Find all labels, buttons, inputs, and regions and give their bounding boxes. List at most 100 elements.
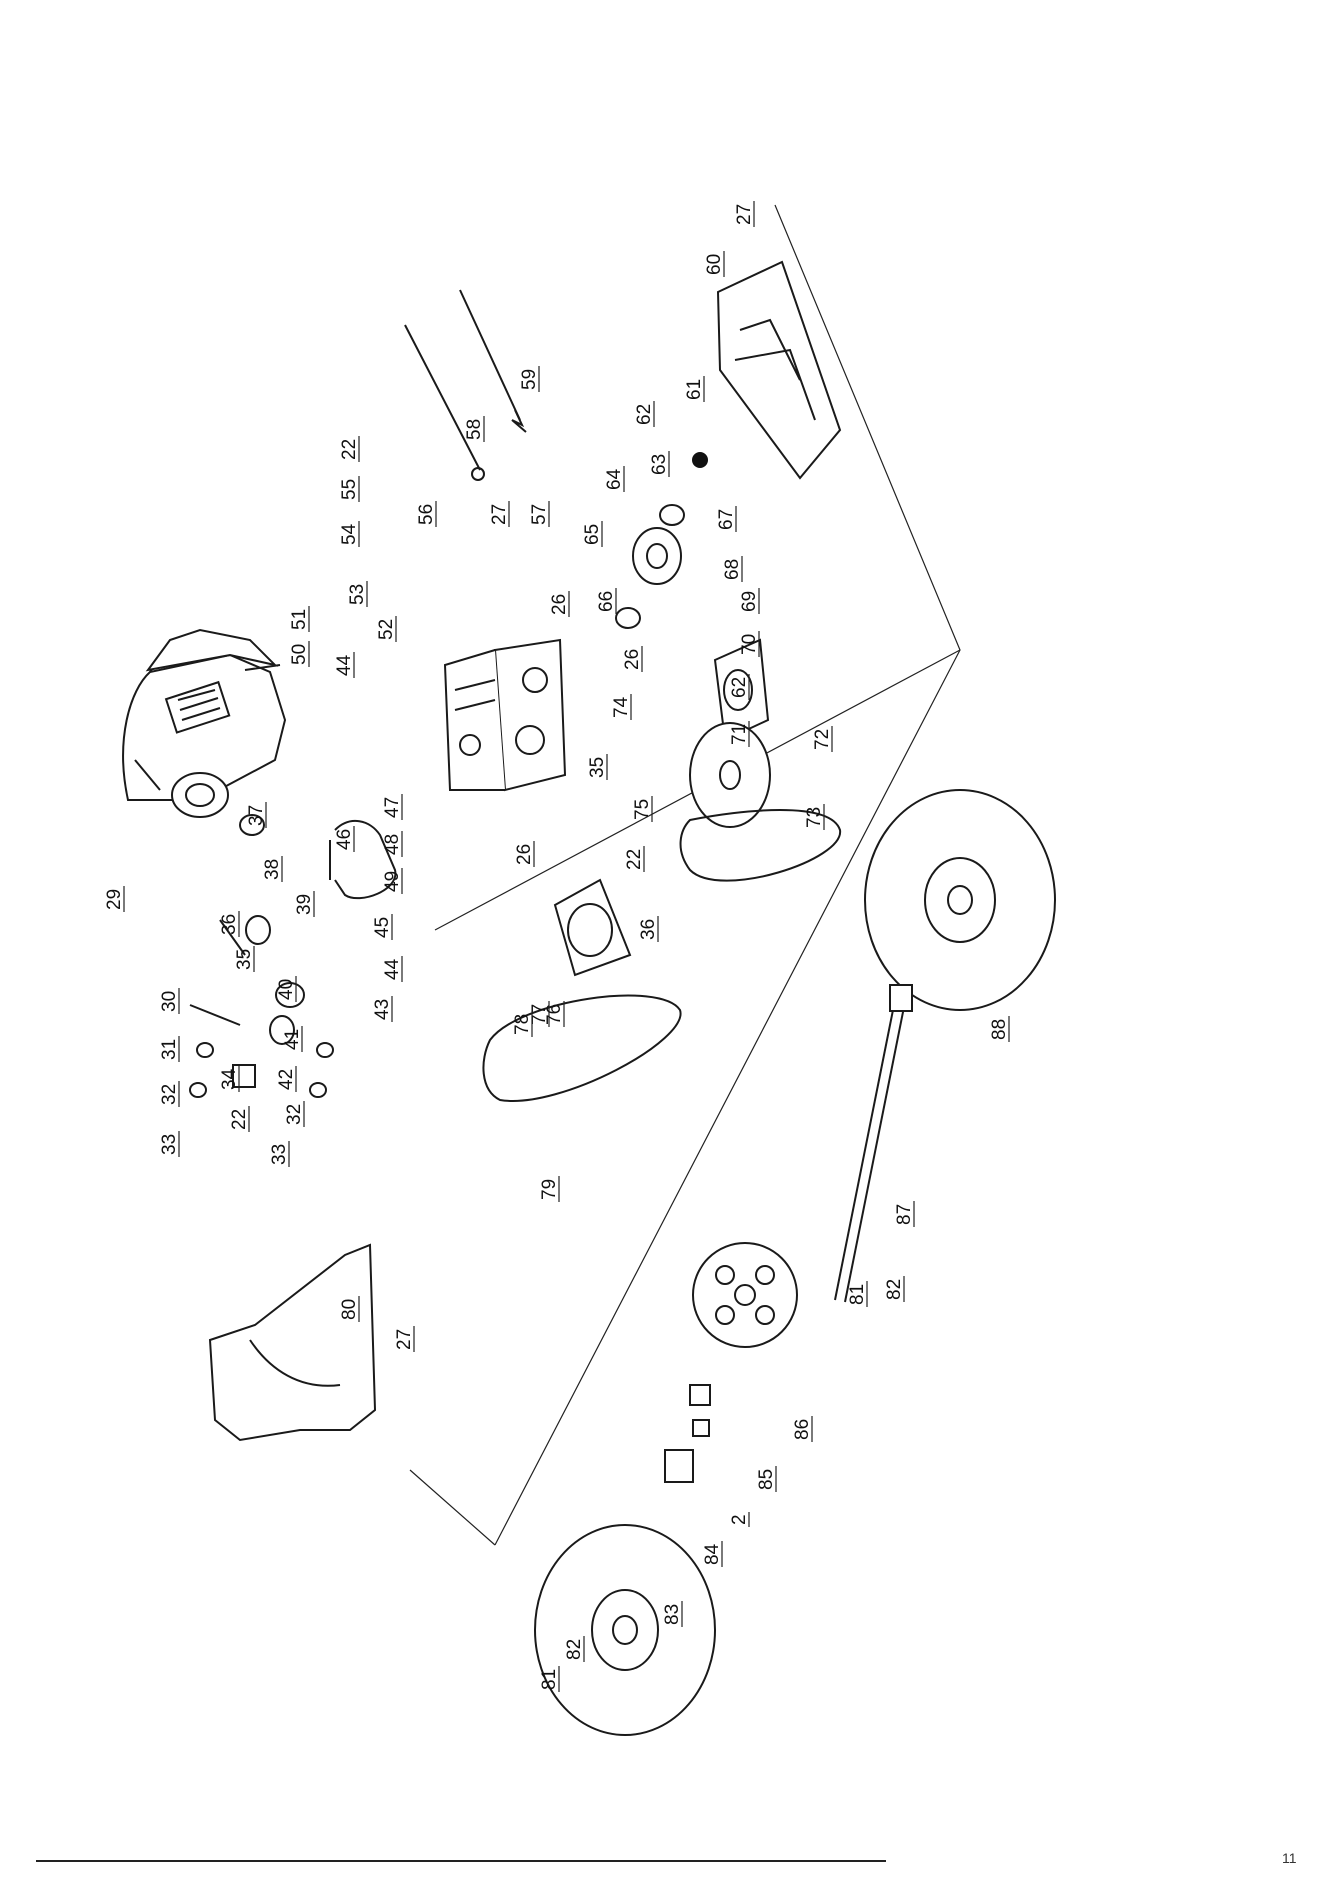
callout-number: 55	[339, 479, 360, 500]
callout-number: 44	[334, 654, 355, 676]
cover-plate-drawing	[718, 262, 840, 478]
callout-number: 87	[894, 1204, 915, 1225]
callout-number: 63	[649, 454, 670, 475]
callout-41: 41	[282, 1026, 303, 1052]
callout-45: 45	[372, 914, 393, 940]
callout-number: 45	[372, 917, 393, 938]
callout-37: 37	[246, 802, 267, 828]
callout-number: 44	[382, 958, 403, 980]
callout-number: 26	[549, 594, 570, 615]
callout-30: 30	[159, 988, 180, 1014]
callout-26: 26	[622, 646, 643, 672]
spacers-drawing	[665, 1385, 710, 1482]
callout-number: 39	[294, 894, 315, 915]
callout-75: 75	[632, 796, 653, 822]
callout-56: 56	[416, 501, 437, 527]
callout-36: 36	[638, 916, 659, 942]
callout-67: 67	[716, 506, 737, 532]
callout-35: 35	[587, 754, 608, 780]
callout-33: 33	[269, 1141, 290, 1167]
callout-81: 81	[539, 1666, 560, 1692]
callout-number: 54	[339, 523, 360, 545]
callout-number: 78	[512, 1014, 533, 1035]
callout-70: 70	[739, 631, 760, 657]
callout-number: 26	[514, 844, 535, 865]
callout-85: 85	[756, 1466, 777, 1492]
callout-number: 88	[989, 1019, 1010, 1040]
callout-number: 33	[159, 1134, 180, 1155]
callout-number: 57	[529, 504, 550, 525]
callout-78: 78	[512, 1011, 533, 1037]
callout-38: 38	[262, 856, 283, 882]
callout-58: 58	[464, 416, 485, 442]
callout-35: 35	[234, 946, 255, 972]
callout-52: 52	[376, 616, 397, 642]
callout-74: 74	[611, 694, 632, 720]
callout-86: 86	[792, 1416, 813, 1442]
callout-32: 32	[159, 1081, 180, 1107]
page-number: 11	[1282, 1850, 1297, 1866]
callout-55: 55	[339, 476, 360, 502]
callout-68: 68	[722, 556, 743, 582]
callout-number: 75	[632, 799, 653, 820]
callout-number: 26	[622, 649, 643, 670]
wheel-left-drawing	[535, 1525, 715, 1735]
callout-number: 29	[104, 889, 125, 910]
callout-number: 34	[219, 1068, 240, 1090]
callout-46: 46	[334, 826, 355, 852]
callout-64: 64	[604, 466, 625, 492]
callout-81: 81	[847, 1281, 868, 1307]
callout-50: 50	[289, 641, 310, 667]
callout-number: 22	[339, 439, 360, 460]
callout-number: 81	[539, 1669, 560, 1690]
callout-number: 43	[372, 999, 393, 1020]
callout-88: 88	[989, 1016, 1010, 1042]
callout-32: 32	[284, 1101, 305, 1127]
callout-number: 46	[334, 829, 355, 850]
callout-number: 27	[394, 1329, 415, 1350]
callout-number: 35	[587, 757, 608, 778]
callout-number: 41	[282, 1029, 303, 1050]
callout-22: 22	[339, 436, 360, 462]
callout-27: 27	[734, 201, 755, 227]
callout-number: 2	[729, 1514, 750, 1525]
callout-66: 66	[596, 588, 617, 614]
callout-82: 82	[564, 1636, 585, 1662]
callout-2: 2	[729, 1512, 750, 1527]
callout-number: 50	[289, 644, 310, 665]
callout-number: 40	[276, 979, 297, 1000]
callout-62: 62	[729, 674, 750, 700]
callout-number: 73	[804, 807, 825, 828]
callout-number: 27	[489, 504, 510, 525]
callout-number: 36	[219, 914, 240, 935]
callout-number: 64	[604, 468, 625, 490]
callout-62: 62	[634, 401, 655, 427]
callout-number: 48	[382, 834, 403, 855]
idler-assembly-drawing	[555, 880, 630, 975]
callout-number: 47	[382, 797, 403, 818]
callout-31: 31	[159, 1036, 180, 1062]
callout-59: 59	[519, 366, 540, 392]
callout-29: 29	[104, 886, 125, 912]
callout-number: 38	[262, 859, 283, 880]
callout-number: 72	[812, 729, 833, 750]
callout-number: 49	[382, 871, 403, 892]
belt-drawing	[483, 810, 840, 1101]
rear-cover-drawing	[210, 1245, 375, 1440]
callout-number: 32	[284, 1104, 305, 1125]
callout-40: 40	[276, 976, 297, 1002]
axle-drawing	[835, 985, 912, 1302]
callout-39: 39	[294, 891, 315, 917]
callout-number: 71	[729, 724, 750, 745]
callout-73: 73	[804, 804, 825, 830]
footer-rule	[36, 1860, 886, 1862]
callout-number: 32	[159, 1084, 180, 1105]
callout-80: 80	[339, 1296, 360, 1322]
callout-34: 34	[219, 1066, 240, 1092]
callout-61: 61	[684, 376, 705, 402]
callout-33: 33	[159, 1131, 180, 1157]
callout-22: 22	[624, 846, 645, 872]
callout-number: 62	[634, 404, 655, 425]
callout-number: 58	[464, 419, 485, 440]
